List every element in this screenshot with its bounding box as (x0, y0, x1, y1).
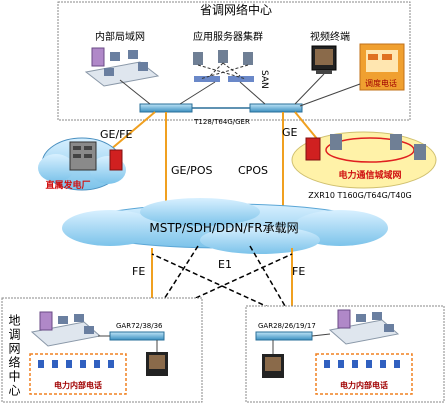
regional-router-left-label: GAR72/38/36 (116, 322, 163, 330)
firewall-icon (109, 149, 123, 171)
link-ge-fe-label: GE/FE (100, 128, 133, 141)
video-terminal-icon (311, 45, 337, 74)
internal-lan-icon (84, 47, 160, 87)
link-e1-label: E1 (218, 258, 232, 271)
provincial-center: 省调网络中心 内部局域网 应用服务器集群 SAN 视频终端 (57, 1, 411, 126)
server-cluster-label: 应用服务器集群 (193, 30, 263, 43)
phone-uplink (299, 83, 361, 107)
metro-network-label: 电力通信城域网 (338, 169, 401, 181)
link-cpos-label: CPOS (238, 164, 268, 177)
carrier-network-cloud (62, 198, 388, 254)
firewall-icon (305, 137, 321, 161)
regional-router-right (255, 331, 313, 341)
regional-center-left: 地调网络中心 GAR72/38/36 电力内部电话 (1, 297, 203, 403)
metro-router-label: ZXR10 T160G/T64G/T40G (308, 191, 412, 200)
dashed-link-2 (249, 245, 293, 319)
regional-router-right-label: GAR28/26/19/17 (258, 322, 316, 330)
internal-phone-label-right: 电力内部电话 (340, 380, 388, 390)
provincial-center-title: 省调网络中心 (200, 2, 272, 17)
video-terminal-label: 视频终端 (310, 30, 350, 43)
internal-phone-group-right (315, 353, 413, 395)
dashed-link-1 (151, 245, 199, 319)
regional-center-right: GAR28/26/19/17 电力内部电话 (245, 305, 445, 403)
lan-uplink (119, 79, 151, 105)
internal-phone-group-left (29, 353, 127, 395)
server-uplink-left (179, 81, 216, 105)
link-fe-left-label: FE (132, 265, 145, 278)
san-label: SAN (259, 70, 269, 89)
link-ge-label: GE (282, 126, 298, 139)
server-uplink-right (239, 81, 266, 105)
link-fe-right-label: FE (292, 265, 305, 278)
phone-icons-left (38, 360, 114, 368)
core-switch-left (139, 103, 193, 113)
dispatch-phone-label: 调度电话 (365, 78, 397, 88)
internal-phone-label-left: 电力内部电话 (54, 380, 102, 390)
dispatch-phone-icon (359, 43, 405, 91)
regional-router-left (109, 331, 165, 341)
core-switch-label: T128/T64G/GER (193, 118, 250, 126)
regional-center-left-frame (1, 297, 203, 403)
metro-network-ring (291, 131, 437, 189)
regional-center-title: 地调网络中心 (7, 314, 21, 398)
link-ge (294, 111, 319, 141)
phone-icons-right (324, 360, 400, 368)
video-uplink (294, 73, 325, 105)
internal-lan-label: 内部局域网 (95, 30, 145, 43)
regional-lan-icon-right (328, 319, 400, 345)
power-plant-label: 直属发电厂 (45, 179, 90, 191)
server-cluster-icon (193, 50, 254, 82)
carrier-network-label: MSTP/SDH/DDN/FR承载网 (149, 221, 298, 235)
link-ge-fe (109, 111, 156, 151)
power-plant-cloud (38, 137, 126, 191)
link-ge-pos-label: GE/POS (171, 164, 212, 177)
core-switch-right (249, 103, 303, 113)
